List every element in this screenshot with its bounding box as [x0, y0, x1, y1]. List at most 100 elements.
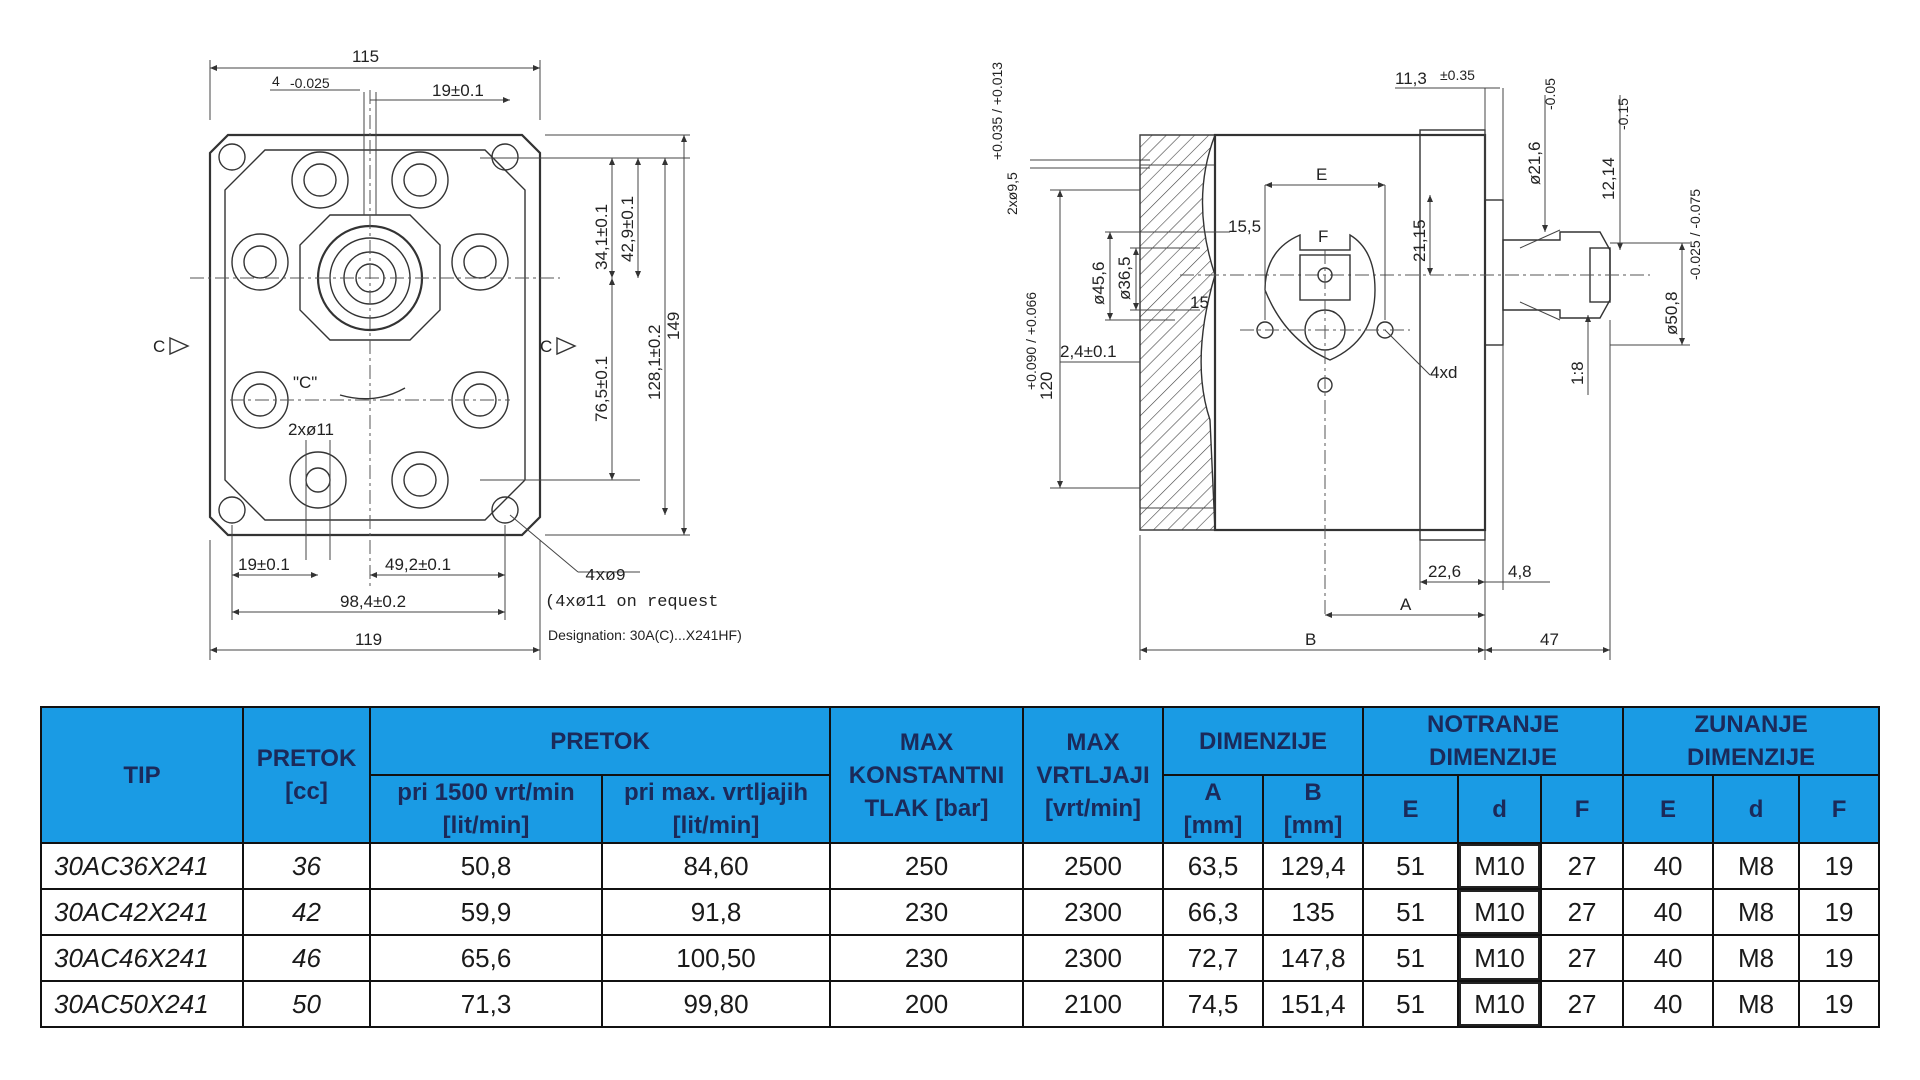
- cell-q1500: 71,3: [369, 980, 603, 1028]
- cell-ze: 40: [1622, 980, 1715, 1028]
- cell-zf: 19: [1798, 934, 1881, 982]
- th-pri-max: pri max. vrtljajih[lit/min]: [600, 774, 832, 844]
- cell-zf: 19: [1798, 980, 1881, 1028]
- mount-hole-bl: [218, 496, 246, 524]
- cell-vrt: 2300: [1022, 934, 1165, 982]
- dim-11-3: 11,3: [1395, 69, 1427, 88]
- cell-zf: 19: [1798, 842, 1881, 890]
- dim-11-3-tol: ±0.35: [1440, 67, 1475, 83]
- cell-qmax: 100,50: [600, 934, 832, 982]
- cell-tip: 30AC50X241: [40, 980, 244, 1028]
- cell-tlak: 250: [829, 842, 1025, 890]
- cell-cc: 50: [242, 980, 371, 1028]
- cell-ne: 51: [1362, 888, 1460, 936]
- dim-1-8: 1:8: [1568, 361, 1587, 385]
- cell-zf: 19: [1798, 888, 1881, 936]
- front-body-outline: [208, 133, 542, 537]
- th-b: B[mm]: [1262, 774, 1365, 844]
- dim-E: E: [1316, 165, 1327, 184]
- dim-98-4: 98,4±0.2: [340, 592, 406, 611]
- cell-nd: M10: [1457, 934, 1543, 982]
- table-body: 30AC36X241 36 50,8 84,60 250 2500 63,5 1…: [40, 842, 1881, 1028]
- dim-2x9-5: 2xø9,5: [1004, 172, 1020, 215]
- cell-nd: M10: [1457, 888, 1543, 936]
- dim-42-9: 42,9±0.1: [618, 196, 637, 262]
- mount-hole-tl: [218, 143, 246, 171]
- dim-A: A: [1400, 595, 1412, 614]
- dim-120-tol: +0.090 / +0.066: [1023, 292, 1039, 390]
- dim-45-6: ø45,6: [1089, 262, 1108, 305]
- cell-ze: 40: [1622, 888, 1715, 936]
- dim-F: F: [1318, 227, 1328, 246]
- cell-q1500: 50,8: [369, 842, 603, 890]
- dim-2x11: 2xø11: [288, 420, 334, 439]
- hub-housing: [299, 214, 441, 341]
- cell-vrt: 2500: [1022, 842, 1165, 890]
- cell-zd: M8: [1712, 842, 1801, 890]
- cell-tlak: 200: [829, 980, 1025, 1028]
- dim-50-8-tol: -0.025 / -0.075: [1687, 189, 1703, 280]
- dim-22-6: 22,6: [1428, 562, 1461, 581]
- th-dimenzije: DIMENZIJE: [1162, 706, 1365, 776]
- th-notranje-f: F: [1540, 774, 1625, 844]
- cell-qmax: 84,60: [600, 842, 832, 890]
- drawing-svg: "C" C C 115 4 -0.025 19±0.1 34,1±0.1 42,…: [153, 47, 1703, 660]
- dim-50-8: ø50,8: [1662, 292, 1681, 335]
- cell-tlak: 230: [829, 888, 1025, 936]
- dim-15-5: 15,5: [1228, 217, 1261, 236]
- c-right-arrow: [556, 336, 577, 356]
- cell-zd: M8: [1712, 980, 1801, 1028]
- cell-nf: 27: [1540, 888, 1625, 936]
- cell-ne: 51: [1362, 934, 1460, 982]
- cell-tlak: 230: [829, 934, 1025, 982]
- cell-nf: 27: [1540, 980, 1625, 1028]
- th-a: A[mm]: [1162, 774, 1265, 844]
- dim-2-4: 2,4±0.1: [1060, 342, 1117, 361]
- cell-q1500: 65,6: [369, 934, 603, 982]
- dim-76-5: 76,5±0.1: [592, 356, 611, 422]
- c-mark: "C": [293, 373, 317, 392]
- front-view: "C" C C 115 4 -0.025 19±0.1 34,1±0.1 42,…: [153, 47, 742, 660]
- dim-21-6: ø21,6: [1525, 142, 1544, 185]
- cell-a: 74,5: [1162, 980, 1265, 1028]
- th-notranje-d: d: [1457, 774, 1543, 844]
- cell-qmax: 91,8: [600, 888, 832, 936]
- dim-15: 15: [1190, 293, 1209, 312]
- cell-cc: 42: [242, 888, 371, 936]
- dim-49-2: 49,2±0.1: [385, 555, 451, 574]
- cell-ne: 51: [1362, 980, 1460, 1028]
- dim-149: 149: [664, 312, 683, 340]
- cell-q1500: 59,9: [369, 888, 603, 936]
- cell-vrt: 2300: [1022, 888, 1165, 936]
- technical-drawing: "C" C C 115 4 -0.025 19±0.1 34,1±0.1 42,…: [153, 47, 1703, 660]
- pump-body: [1213, 133, 1487, 532]
- dim-4xd: 4xd: [1430, 363, 1457, 382]
- cell-tip: 30AC46X241: [40, 934, 244, 982]
- note-holes: 4xø9: [585, 567, 626, 586]
- dim-19-top: 19±0.1: [432, 81, 484, 100]
- mount-hole-br: [491, 496, 519, 524]
- dim-4: 4: [272, 73, 280, 89]
- cell-b: 151,4: [1262, 980, 1365, 1028]
- cell-nf: 27: [1540, 842, 1625, 890]
- dim-21-15: 21,15: [1410, 219, 1429, 262]
- rear-plate: [1484, 199, 1504, 346]
- dim-4-tol: -0.025: [290, 75, 330, 91]
- rear-cover: [1419, 129, 1486, 541]
- cell-zd: M8: [1712, 888, 1801, 936]
- dim-115: 115: [352, 47, 379, 66]
- dim-B: B: [1305, 630, 1316, 649]
- dim-19-bottom: 19±0.1: [238, 555, 290, 574]
- rotation-arrow: [339, 387, 406, 400]
- c-left-label: C: [153, 337, 165, 356]
- dim-12-14: 12,14: [1599, 157, 1618, 200]
- cell-a: 66,3: [1162, 888, 1265, 936]
- th-pretok: PRETOK: [368, 706, 832, 776]
